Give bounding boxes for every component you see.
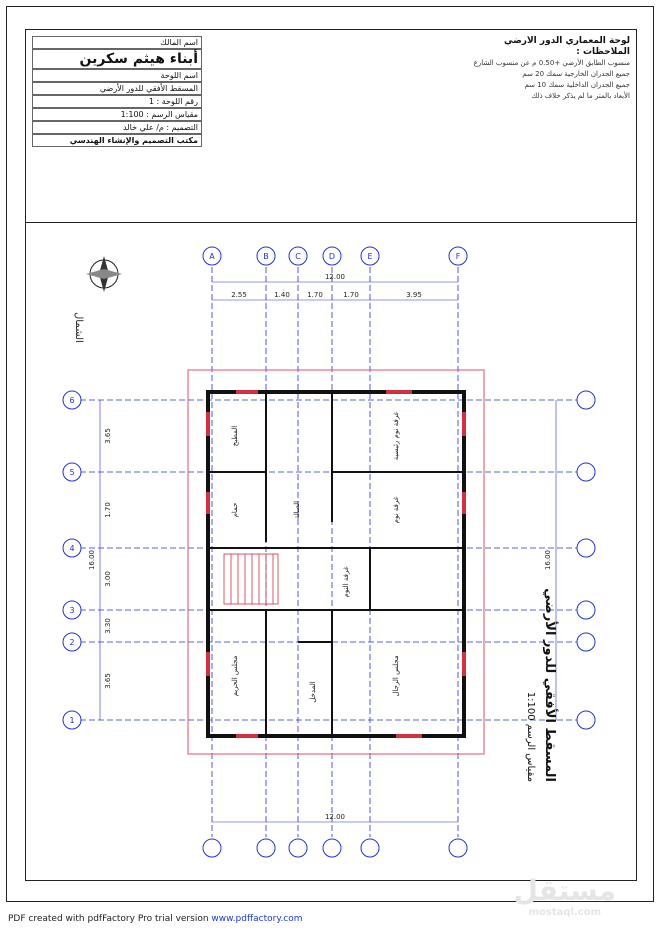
dim-total-x: 12.00 (325, 813, 345, 821)
plan-title: المسقط الأفقي للدور الأرضي (542, 588, 559, 782)
room-label: مجلس الحريم (231, 655, 239, 696)
grid-row-label: 2 (69, 638, 74, 647)
grid-col-label: A (209, 252, 215, 261)
dim-top: 1.40 (274, 291, 290, 299)
note-item: جميع الجدران الخارجية سمك 20 سم (522, 70, 630, 78)
office-name: مكتب التصميم والإنشاء الهندسي (32, 134, 202, 147)
room-label: المطبخ (231, 426, 239, 447)
dim-left: 3.65 (104, 673, 112, 689)
pdf-footer: PDF created with pdfFactory Pro trial ve… (8, 914, 302, 924)
grid-row-bubbles (62, 390, 596, 730)
dim-top: 2.55 (231, 291, 247, 299)
plan-title-block: المسقط الأفقي للدور الأرضي مقياس الرسم 1… (525, 588, 559, 782)
grid-col-label: E (367, 252, 372, 261)
engineer-name: م/ علي خالد (123, 123, 164, 132)
board-value: المسقط الأفقي للدور الأرضي (32, 82, 202, 95)
watermark-sub: mostaql.com (528, 907, 601, 918)
north-arrow-icon (86, 256, 122, 292)
grid-col-label: F (456, 252, 461, 261)
room-label: غرفة نوم رئيسية (392, 411, 400, 460)
dim-left: 3.30 (104, 618, 112, 634)
scale-label-tb: مقياس الرسم (151, 110, 198, 119)
dim-left: 3.00 (104, 571, 112, 587)
watermark-text: مستقل (513, 874, 616, 907)
note-item: منسوب الطابق الأرضي +0.50 م عن منسوب الش… (473, 59, 630, 67)
pdf-link[interactable]: www.pdffactory.com (211, 914, 303, 924)
grid-col-label: B (263, 252, 269, 261)
engineer-label: التصميم (171, 123, 198, 132)
board-label: اسم اللوحة (32, 69, 202, 82)
dim-top: 3.95 (406, 291, 422, 299)
dim-top: 1.70 (343, 291, 359, 299)
board-no: 1 (148, 97, 154, 106)
drawing-frame: لوحة المعماري الدور الأرضي الملاحظات : م… (25, 29, 637, 881)
pdf-note: PDF created with pdfFactory Pro trial ve… (8, 914, 209, 924)
grid-row-label: 1 (69, 716, 74, 725)
grid-row-label: 5 (69, 468, 74, 477)
owner-name: أبناء هيثم سكرين (32, 49, 202, 69)
notes-heading: الملاحظات : (576, 47, 630, 57)
room-label: المدخل (309, 681, 317, 702)
grid-col-label: D (329, 252, 335, 261)
staircase (223, 553, 279, 605)
north-label: الشمال (73, 312, 84, 343)
svg-text:مقياس الرسم 1:100: مقياس الرسم 1:100 (525, 692, 536, 782)
scale-value-tb: 1:100 (120, 110, 144, 119)
note-item: جميع الجدران الداخلية سمك 10 سم (524, 81, 630, 89)
grid-row-label: 4 (69, 544, 74, 553)
board-no-label: رقم اللوحة (161, 97, 198, 106)
room-label: حمام (231, 503, 239, 518)
plan-scale-value: 1:100 (525, 692, 536, 721)
dim-top: 1.70 (307, 291, 323, 299)
watermark-logo: مستقل mostaql.com (514, 874, 616, 918)
board-title: لوحة المعماري الدور الأرضي (504, 36, 630, 46)
notes-panel: لوحة المعماري الدور الأرضي الملاحظات : م… (210, 36, 630, 216)
floor-plan: الشمال (62, 246, 596, 858)
grid-col-bubbles (202, 246, 468, 858)
owner-label: اسم المالك (32, 36, 202, 49)
dim-total-x: 12.00 (325, 273, 345, 281)
drawing-sheet: لوحة المعماري الدور الأرضي الملاحظات : م… (6, 6, 654, 902)
dim-left: 1.70 (104, 502, 112, 518)
room-label: مجلس الرجال (392, 655, 400, 696)
note-item: الأبعاد بالمتر ما لم يذكر خلاف ذلك (531, 92, 631, 100)
room-label: غرفة النوم (342, 566, 350, 597)
room-label: الصالة (293, 501, 301, 519)
dim-left: 3.65 (104, 428, 112, 444)
grid-row-label: 6 (69, 396, 74, 405)
plan-scale-label: مقياس الرسم (525, 724, 536, 782)
owner-panel: اسم المالك أبناء هيثم سكرين اسم اللوحة ا… (32, 36, 202, 216)
room-label: غرفة نوم (392, 496, 400, 523)
grid-col-label: C (295, 252, 301, 261)
dim-total-y: 16.00 (544, 550, 552, 570)
dim-total-y: 16.00 (88, 550, 96, 570)
grid-row-label: 3 (69, 606, 74, 615)
title-block: لوحة المعماري الدور الأرضي الملاحظات : م… (26, 30, 636, 223)
